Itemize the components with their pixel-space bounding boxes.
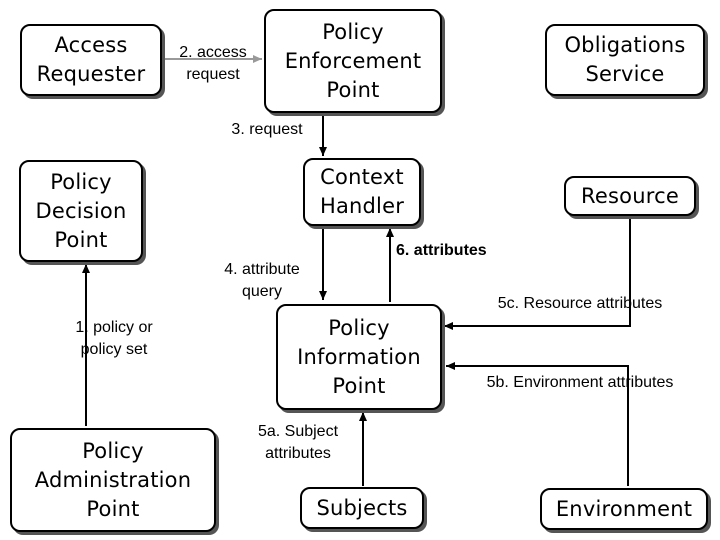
policy-set-label: 1. policy or policy set bbox=[75, 319, 153, 358]
resource-attributes-arrow bbox=[444, 216, 631, 330]
environment-box[interactable]: Environment bbox=[540, 488, 708, 530]
pep-box[interactable]: Policy Enforcement Point bbox=[264, 9, 442, 113]
pdp-label: Policy Decision Point bbox=[35, 169, 127, 252]
pap-box[interactable]: Policy Administration Point bbox=[10, 428, 216, 532]
subject-attributes-label: 5a. Subject attributes bbox=[257, 423, 339, 462]
pdp-box[interactable]: Policy Decision Point bbox=[19, 160, 143, 262]
resource-label: Resource bbox=[581, 183, 679, 208]
subjects-box[interactable]: Subjects bbox=[300, 487, 424, 529]
access-requester-label: Access Requester bbox=[36, 33, 146, 86]
obligations-service-box[interactable]: Obligations Service bbox=[545, 24, 705, 96]
pip-label: Policy Information Point bbox=[297, 315, 421, 398]
subjects-label: Subjects bbox=[316, 495, 408, 520]
pep-label: Policy Enforcement Point bbox=[284, 19, 422, 102]
pip-box[interactable]: Policy Information Point bbox=[276, 304, 442, 410]
environment-label: Environment bbox=[555, 496, 693, 521]
access-request-label: 2. access request bbox=[179, 44, 247, 83]
access-requester-box[interactable]: Access Requester bbox=[20, 24, 162, 96]
resource-attributes-label: 5c. Resource attributes bbox=[497, 295, 663, 312]
attributes-label: 6. attributes bbox=[396, 242, 487, 259]
resource-box[interactable]: Resource bbox=[564, 176, 696, 216]
environment-attributes-arrow bbox=[446, 362, 629, 486]
environment-attributes-label: 5b. Environment attributes bbox=[486, 374, 674, 391]
pap-label: Policy Administration Point bbox=[34, 438, 192, 521]
context-handler-box[interactable]: Context Handler bbox=[303, 158, 421, 226]
attribute-query-label: 4. attribute query bbox=[224, 261, 300, 300]
context-handler-label: Context Handler bbox=[319, 165, 405, 218]
request-label: 3. request bbox=[231, 121, 303, 138]
obligations-service-label: Obligations Service bbox=[564, 33, 686, 86]
